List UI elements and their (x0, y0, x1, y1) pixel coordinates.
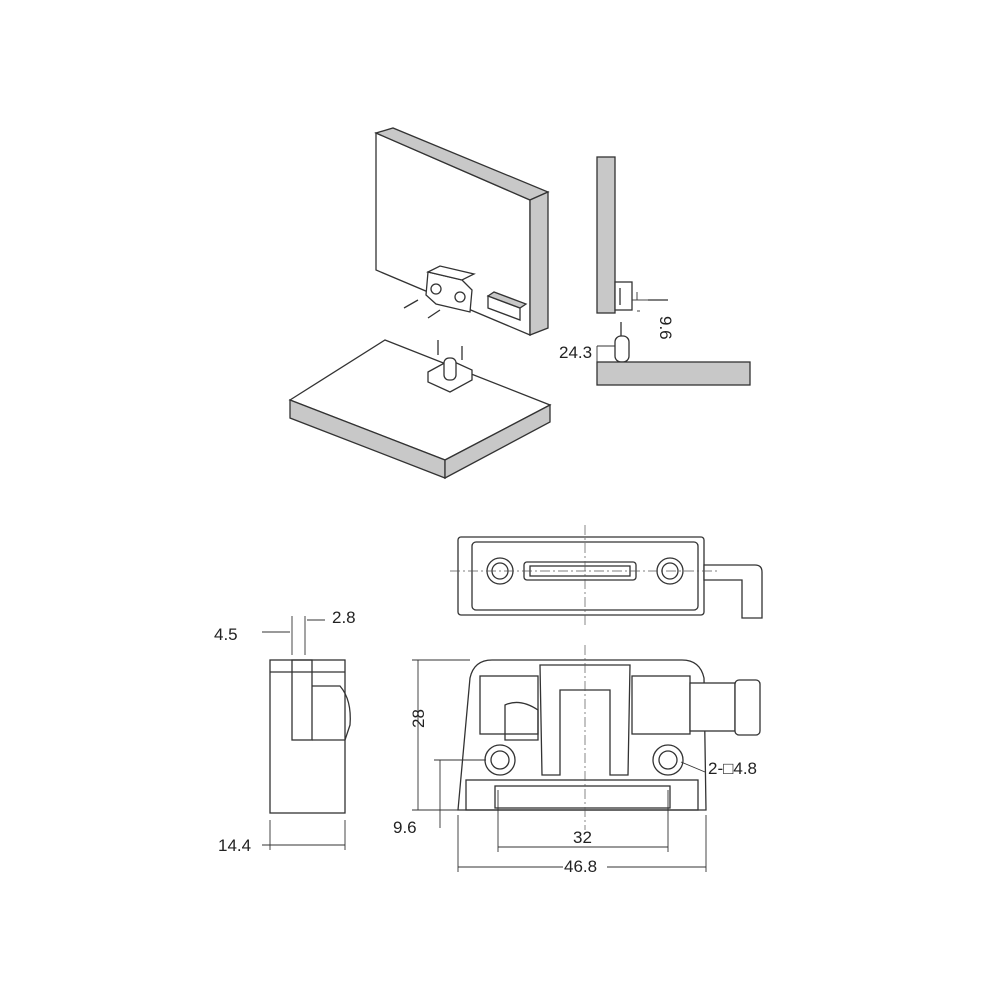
front-view: 2-□4.8 28 9.6 32 46.8 (393, 645, 761, 876)
door-panel-side-edge (529, 190, 549, 336)
dim-side-4-5: 4.5 (214, 625, 238, 644)
latch-body (425, 265, 528, 321)
dim-holes: 2-□4.8 (708, 759, 757, 778)
isometric-assembly-view (288, 127, 552, 480)
dim-overall-width: 46.8 (564, 857, 597, 876)
side-installation-view: 9.6 24.3 (559, 156, 751, 386)
dim-side-height: 24.3 (559, 343, 592, 362)
side-view: 4.5 2.8 14.4 (214, 608, 356, 855)
dim-front-height: 28 (409, 709, 428, 728)
top-view (450, 525, 763, 625)
dim-hole-spacing: 32 (573, 828, 592, 847)
dim-side-2-8: 2.8 (332, 608, 356, 627)
dim-front-hole-height: 9.6 (393, 818, 417, 837)
dim-side-width: 14.4 (218, 836, 251, 855)
strike-plate (427, 357, 473, 393)
screws (403, 299, 463, 360)
dim-side-offset: 9.6 (656, 316, 675, 340)
